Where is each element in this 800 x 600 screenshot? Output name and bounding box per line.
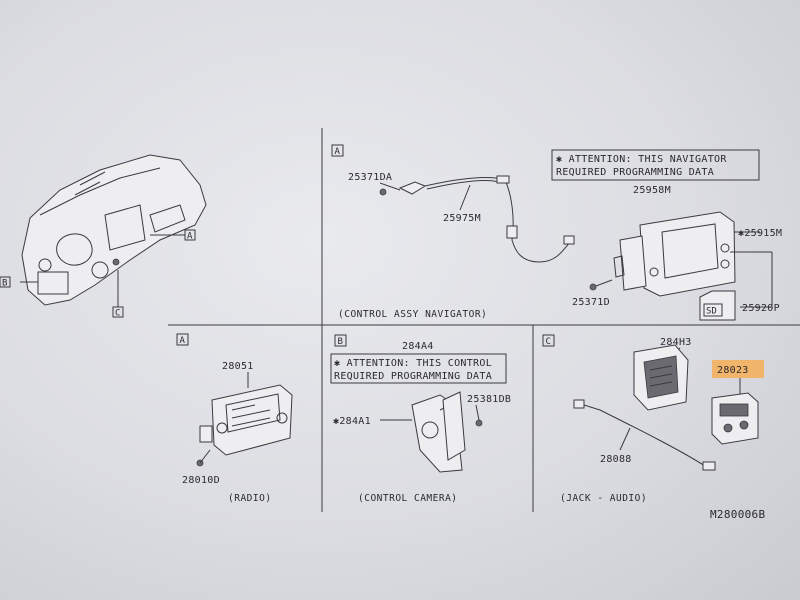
- radio-unit-drawing: [196, 384, 293, 467]
- attention-camera-line2: REQUIRED PROGRAMMING DATA: [334, 371, 492, 382]
- camera-control-drawing: [380, 391, 483, 473]
- navigator-head-unit-drawing: [589, 211, 760, 297]
- part-label-25958M: 25958M: [633, 185, 671, 196]
- attention-box-navigator: [551, 149, 760, 181]
- section-tag-radio-label: A: [180, 336, 186, 346]
- section-tag-camera-label: B: [338, 337, 343, 347]
- part-label-284A1: ✱284A1: [333, 416, 371, 427]
- section-tag-jack: [542, 334, 555, 347]
- part-label-25381DB: 25381DB: [467, 394, 511, 405]
- part-label-28051: 28051: [222, 361, 254, 372]
- attention-box-camera: [330, 353, 507, 384]
- part-label-25915M: ✱25915M: [738, 228, 782, 239]
- attention-navigator-line2: REQUIRED PROGRAMMING DATA: [556, 167, 714, 178]
- caption-camera: (CONTROL CAMERA): [358, 493, 458, 504]
- part-label-25975M: 25975M: [443, 213, 481, 224]
- callout-c-box: [112, 306, 124, 318]
- audio-jack-module-drawing: [711, 392, 759, 445]
- part-label-25920P: 25920P: [742, 303, 780, 314]
- callout-a-box: [184, 229, 196, 241]
- part-label-284A4: 284A4: [402, 341, 434, 352]
- section-tag-camera: [334, 334, 347, 347]
- section-tag-jack-label: C: [546, 337, 551, 347]
- section-tag-navigator: [331, 144, 344, 157]
- section-tag-navigator-label: A: [335, 147, 341, 157]
- dashboard-overview-drawing: [20, 154, 207, 307]
- navigator-cable-drawing: [379, 175, 575, 263]
- usb-module-drawing: [633, 344, 689, 411]
- attention-navigator-line1: ✱ ATTENTION: THIS NAVIGATOR: [556, 154, 727, 165]
- attention-camera-line1: ✱ ATTENTION: THIS CONTROL: [334, 358, 492, 369]
- drawing-number: M280006B: [710, 508, 765, 521]
- callout-b-box: [0, 276, 11, 288]
- caption-radio: (RADIO): [228, 493, 272, 504]
- part-label-25371DA: 25371DA: [348, 172, 392, 183]
- part-label-28088: 28088: [600, 454, 632, 465]
- part-label-28023: 28023: [717, 365, 749, 376]
- section-tag-radio: [176, 333, 189, 346]
- callout-a-label: A: [187, 232, 193, 242]
- part-label-28010D: 28010D: [182, 475, 220, 486]
- caption-navigator: (CONTROL ASSY NAVIGATOR): [338, 309, 487, 320]
- callout-c-label: C: [115, 309, 120, 319]
- sd-card-icon: [699, 290, 736, 321]
- highlight-28023: [712, 360, 764, 378]
- aux-cable-drawing: [573, 399, 716, 471]
- caption-jack: (JACK - AUDIO): [560, 493, 647, 504]
- part-label-284H3: 284H3: [660, 337, 692, 348]
- part-label-25371D: 25371D: [572, 297, 610, 308]
- sd-card-label: SD: [706, 307, 717, 317]
- sd-card-label-box: [703, 303, 723, 317]
- callout-b-label: B: [2, 279, 7, 289]
